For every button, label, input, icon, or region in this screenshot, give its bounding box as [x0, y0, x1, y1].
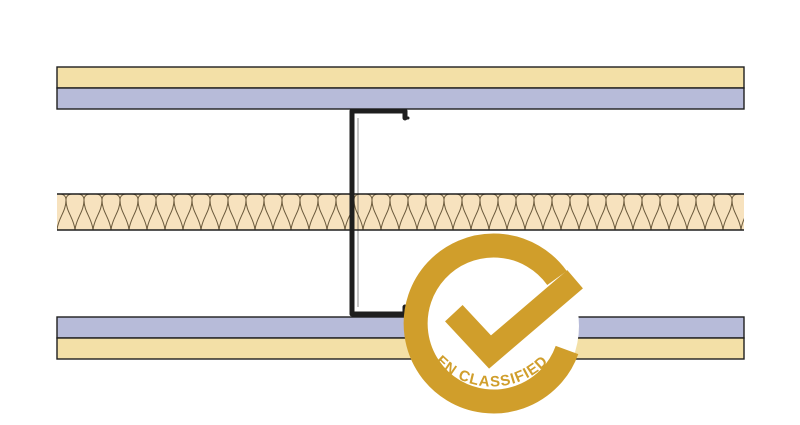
bottom-outer-board — [56, 337, 745, 360]
bottom-board-stack — [56, 316, 745, 360]
top-board-stack — [56, 66, 745, 110]
bottom-inner-board — [56, 316, 745, 339]
top-inner-board — [56, 87, 745, 110]
en-classified-badge: EN CLASSIFIED — [403, 233, 583, 414]
insulation-layer — [57, 193, 744, 231]
top-outer-board — [56, 66, 745, 89]
checkmark-icon — [445, 270, 583, 369]
